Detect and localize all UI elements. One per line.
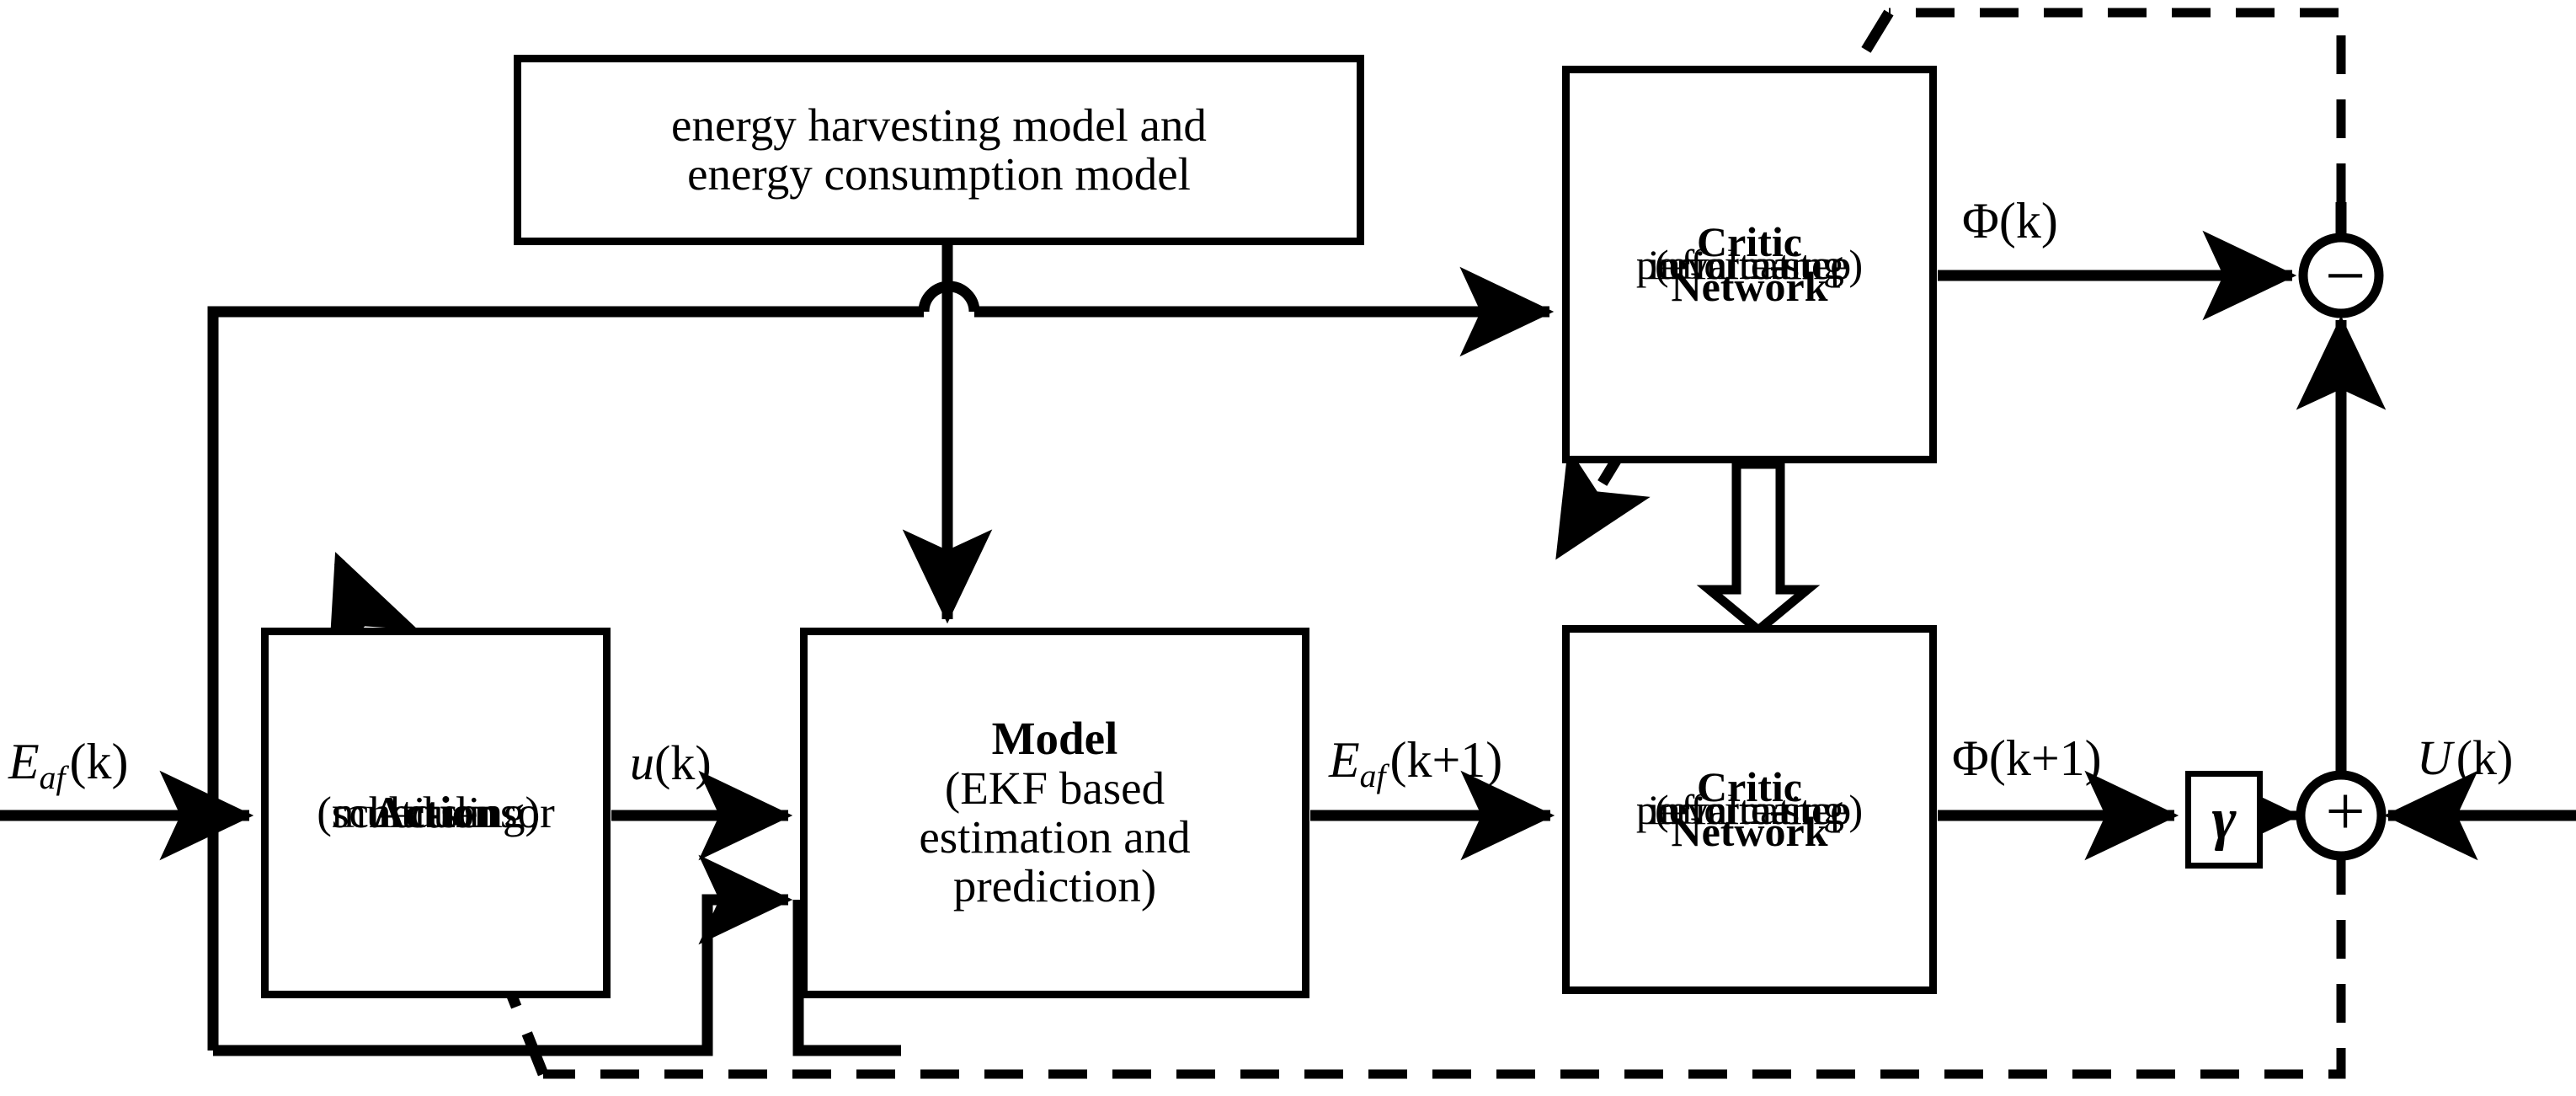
gamma-symbol: γ xyxy=(2211,787,2237,852)
wire-dashed-top-edge xyxy=(1889,8,2346,202)
summer-minus-circle xyxy=(2298,233,2384,318)
block-gamma-gain[interactable]: γ xyxy=(2185,771,2263,869)
energy-model-line2: energy consumption model xyxy=(687,148,1191,200)
model-line3: prediction) xyxy=(952,860,1157,912)
critic-bottom-line1: (evaluating xyxy=(1655,785,1844,833)
summer-plus-sign: + xyxy=(2325,773,2365,851)
block-critic-network-bottom[interactable]: Critic Network (evaluating infinite-step… xyxy=(1562,625,1937,994)
model-line1: (EKF based xyxy=(944,762,1165,814)
block-critic-network-top[interactable]: Critic Network (evaluating infinite-step… xyxy=(1562,66,1937,463)
label-input-state: Eaf (k) xyxy=(8,734,129,796)
critic-top-line2: infinite-step xyxy=(1647,240,1852,288)
label-next-state: Eaf (k+1) xyxy=(1329,732,1503,794)
wire-dashed-outer-loop xyxy=(543,856,2346,1079)
critic-top-heading1: Critic xyxy=(1697,218,1802,265)
critic-top-line1: (evaluating xyxy=(1655,240,1844,288)
label-cost-now: Φ(k) xyxy=(1962,193,2058,249)
model-line2: estimation and xyxy=(919,811,1191,863)
action-line2: scheduling) xyxy=(331,788,541,837)
block-arrow-critic-to-critic xyxy=(1696,459,1821,637)
critic-bottom-line3: performance) xyxy=(1635,785,1864,833)
block-energy-models[interactable]: energy harvesting model and energy consu… xyxy=(514,55,1364,245)
critic-bottom-line2: infinite-step xyxy=(1647,785,1852,833)
critic-bottom-heading1: Critic xyxy=(1697,763,1802,810)
label-cost-next: Φ(k+1) xyxy=(1952,730,2102,786)
wire-action-bottom-feedback xyxy=(213,854,793,1056)
label-control-signal: u(k) xyxy=(630,735,712,790)
critic-top-line3: performance) xyxy=(1635,240,1864,288)
label-utility: U (k) xyxy=(2417,730,2514,785)
critic-bottom-heading2: Network xyxy=(1671,808,1828,855)
block-action[interactable]: Action (multi-sensor scheduling) xyxy=(261,628,611,998)
wire-model-return-leg xyxy=(792,900,901,1056)
model-heading: Model xyxy=(991,713,1118,765)
action-line1: (multi-sensor xyxy=(317,788,555,837)
block-model[interactable]: Model (EKF based estimation and predicti… xyxy=(800,628,1309,998)
wire-feedback-riser xyxy=(207,306,514,1051)
summer-minus-sign: − xyxy=(2324,235,2366,316)
energy-model-line1: energy harvesting model and xyxy=(671,99,1207,151)
action-heading: Action xyxy=(372,788,499,837)
summer-plus-circle xyxy=(2296,770,2387,861)
critic-top-heading2: Network xyxy=(1671,263,1828,310)
